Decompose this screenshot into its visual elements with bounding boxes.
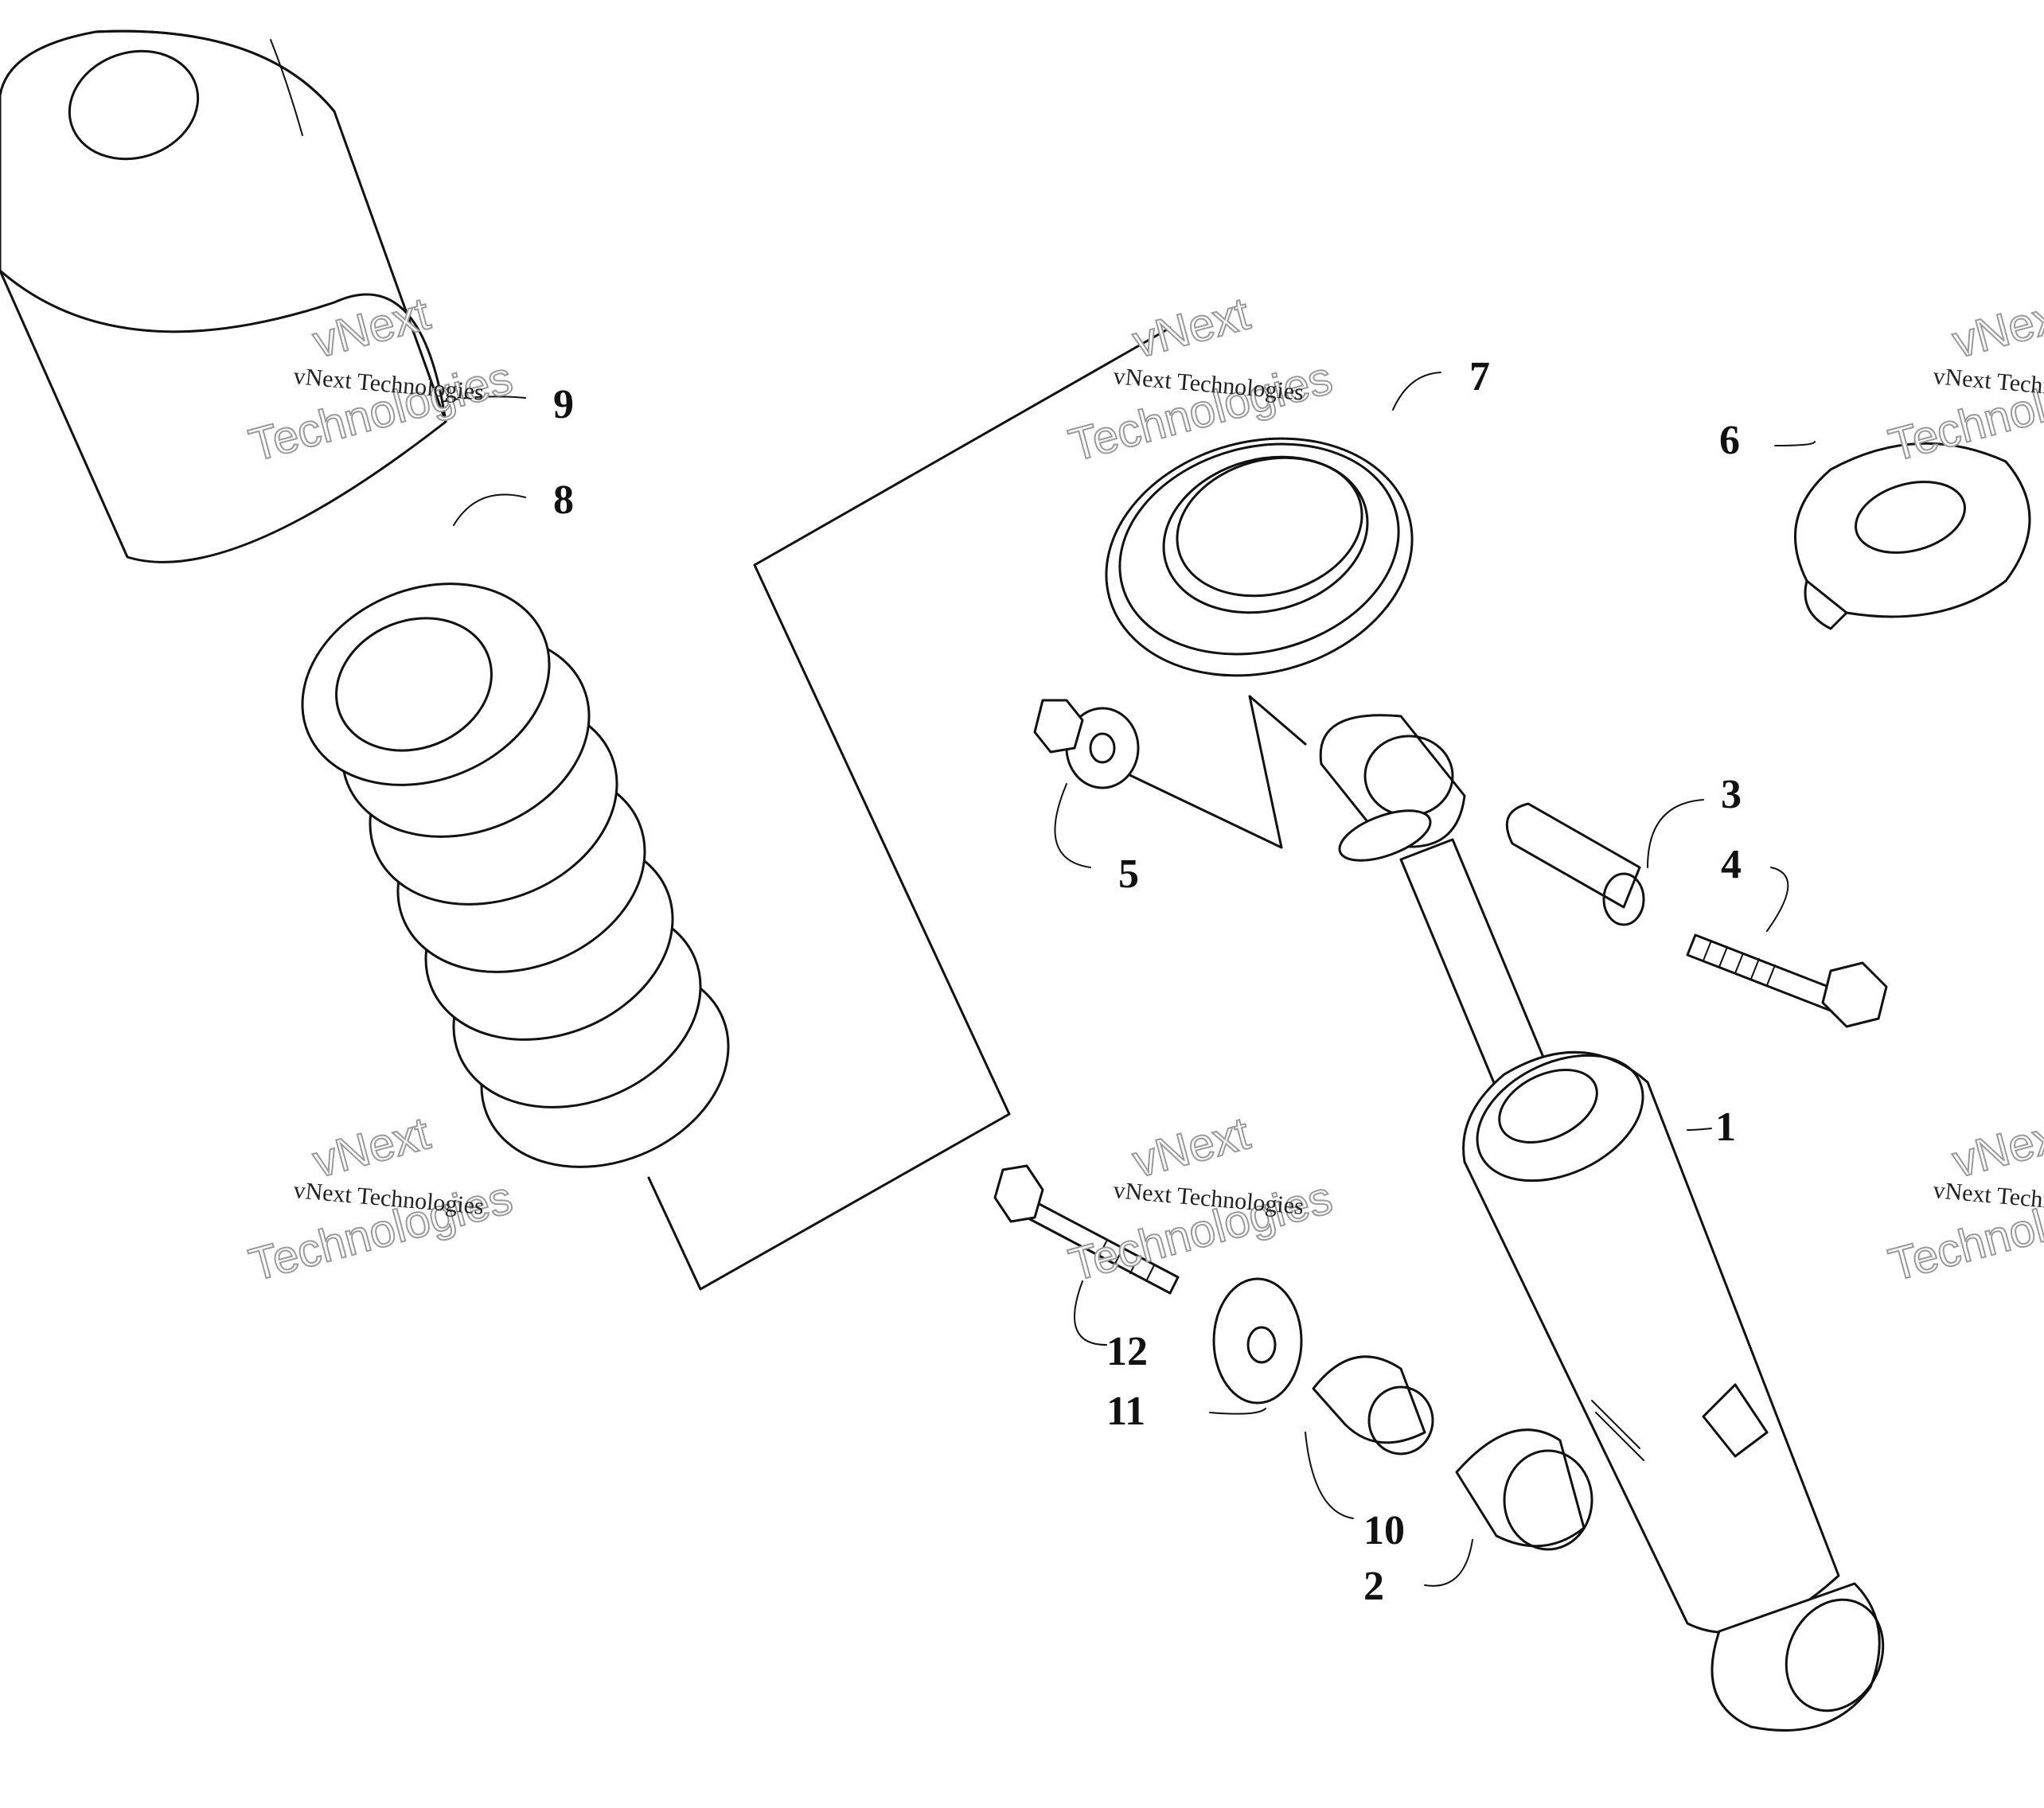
part-4-hex-bolt — [1686, 933, 1888, 1028]
watermark-top-right: vNext Technologies vNext Technologies — [1883, 286, 2044, 472]
callout-3: 3 — [1721, 772, 1742, 817]
part-3-sleeve — [1505, 802, 1645, 926]
part-1-shock-absorber — [1319, 714, 1885, 1732]
callout-2: 2 — [1363, 1564, 1384, 1609]
part-6-spring-seat — [1794, 442, 2031, 630]
part-12-bolt — [993, 1164, 1180, 1295]
part-7-spring-retainer — [1105, 437, 1414, 677]
watermark-mid-right: vNext Technologies vNext Technologies — [1883, 1106, 2044, 1292]
callout-8: 8 — [553, 477, 574, 523]
callout-labels: 1 2 3 4 5 6 7 8 9 10 11 12 — [553, 354, 1742, 1609]
part-9-spring-cover — [0, 29, 447, 563]
callout-6: 6 — [1719, 418, 1740, 463]
watermark-mid-left: vNext Technologies vNext Technologies — [244, 1106, 519, 1292]
part-10-spacer — [1312, 1355, 1434, 1455]
callout-7: 7 — [1469, 354, 1490, 399]
callout-5: 5 — [1118, 851, 1139, 897]
svg-text:vNext: vNext — [1948, 287, 2044, 368]
leader-lines — [441, 372, 1816, 1587]
callout-12: 12 — [1106, 1329, 1148, 1374]
part-8-coil-spring — [301, 583, 730, 1168]
callout-9: 9 — [553, 382, 574, 427]
part-2-bushing — [1455, 1428, 1593, 1551]
callout-11: 11 — [1106, 1389, 1145, 1434]
callout-4: 4 — [1721, 842, 1742, 887]
part-11-washer — [1212, 1277, 1303, 1405]
svg-text:vNext: vNext — [308, 1107, 435, 1187]
svg-text:vNext: vNext — [1128, 287, 1255, 368]
svg-text:vNext: vNext — [1128, 1107, 1255, 1187]
part-5-flange-nut — [1033, 699, 1140, 789]
watermark-mid-center: vNext Technologies vNext Technologies — [1063, 1106, 1339, 1292]
callout-1: 1 — [1715, 1105, 1736, 1150]
assembly-bracket-outline — [647, 326, 1307, 1291]
svg-text:vNext: vNext — [1948, 1107, 2044, 1187]
callout-10: 10 — [1363, 1508, 1405, 1553]
